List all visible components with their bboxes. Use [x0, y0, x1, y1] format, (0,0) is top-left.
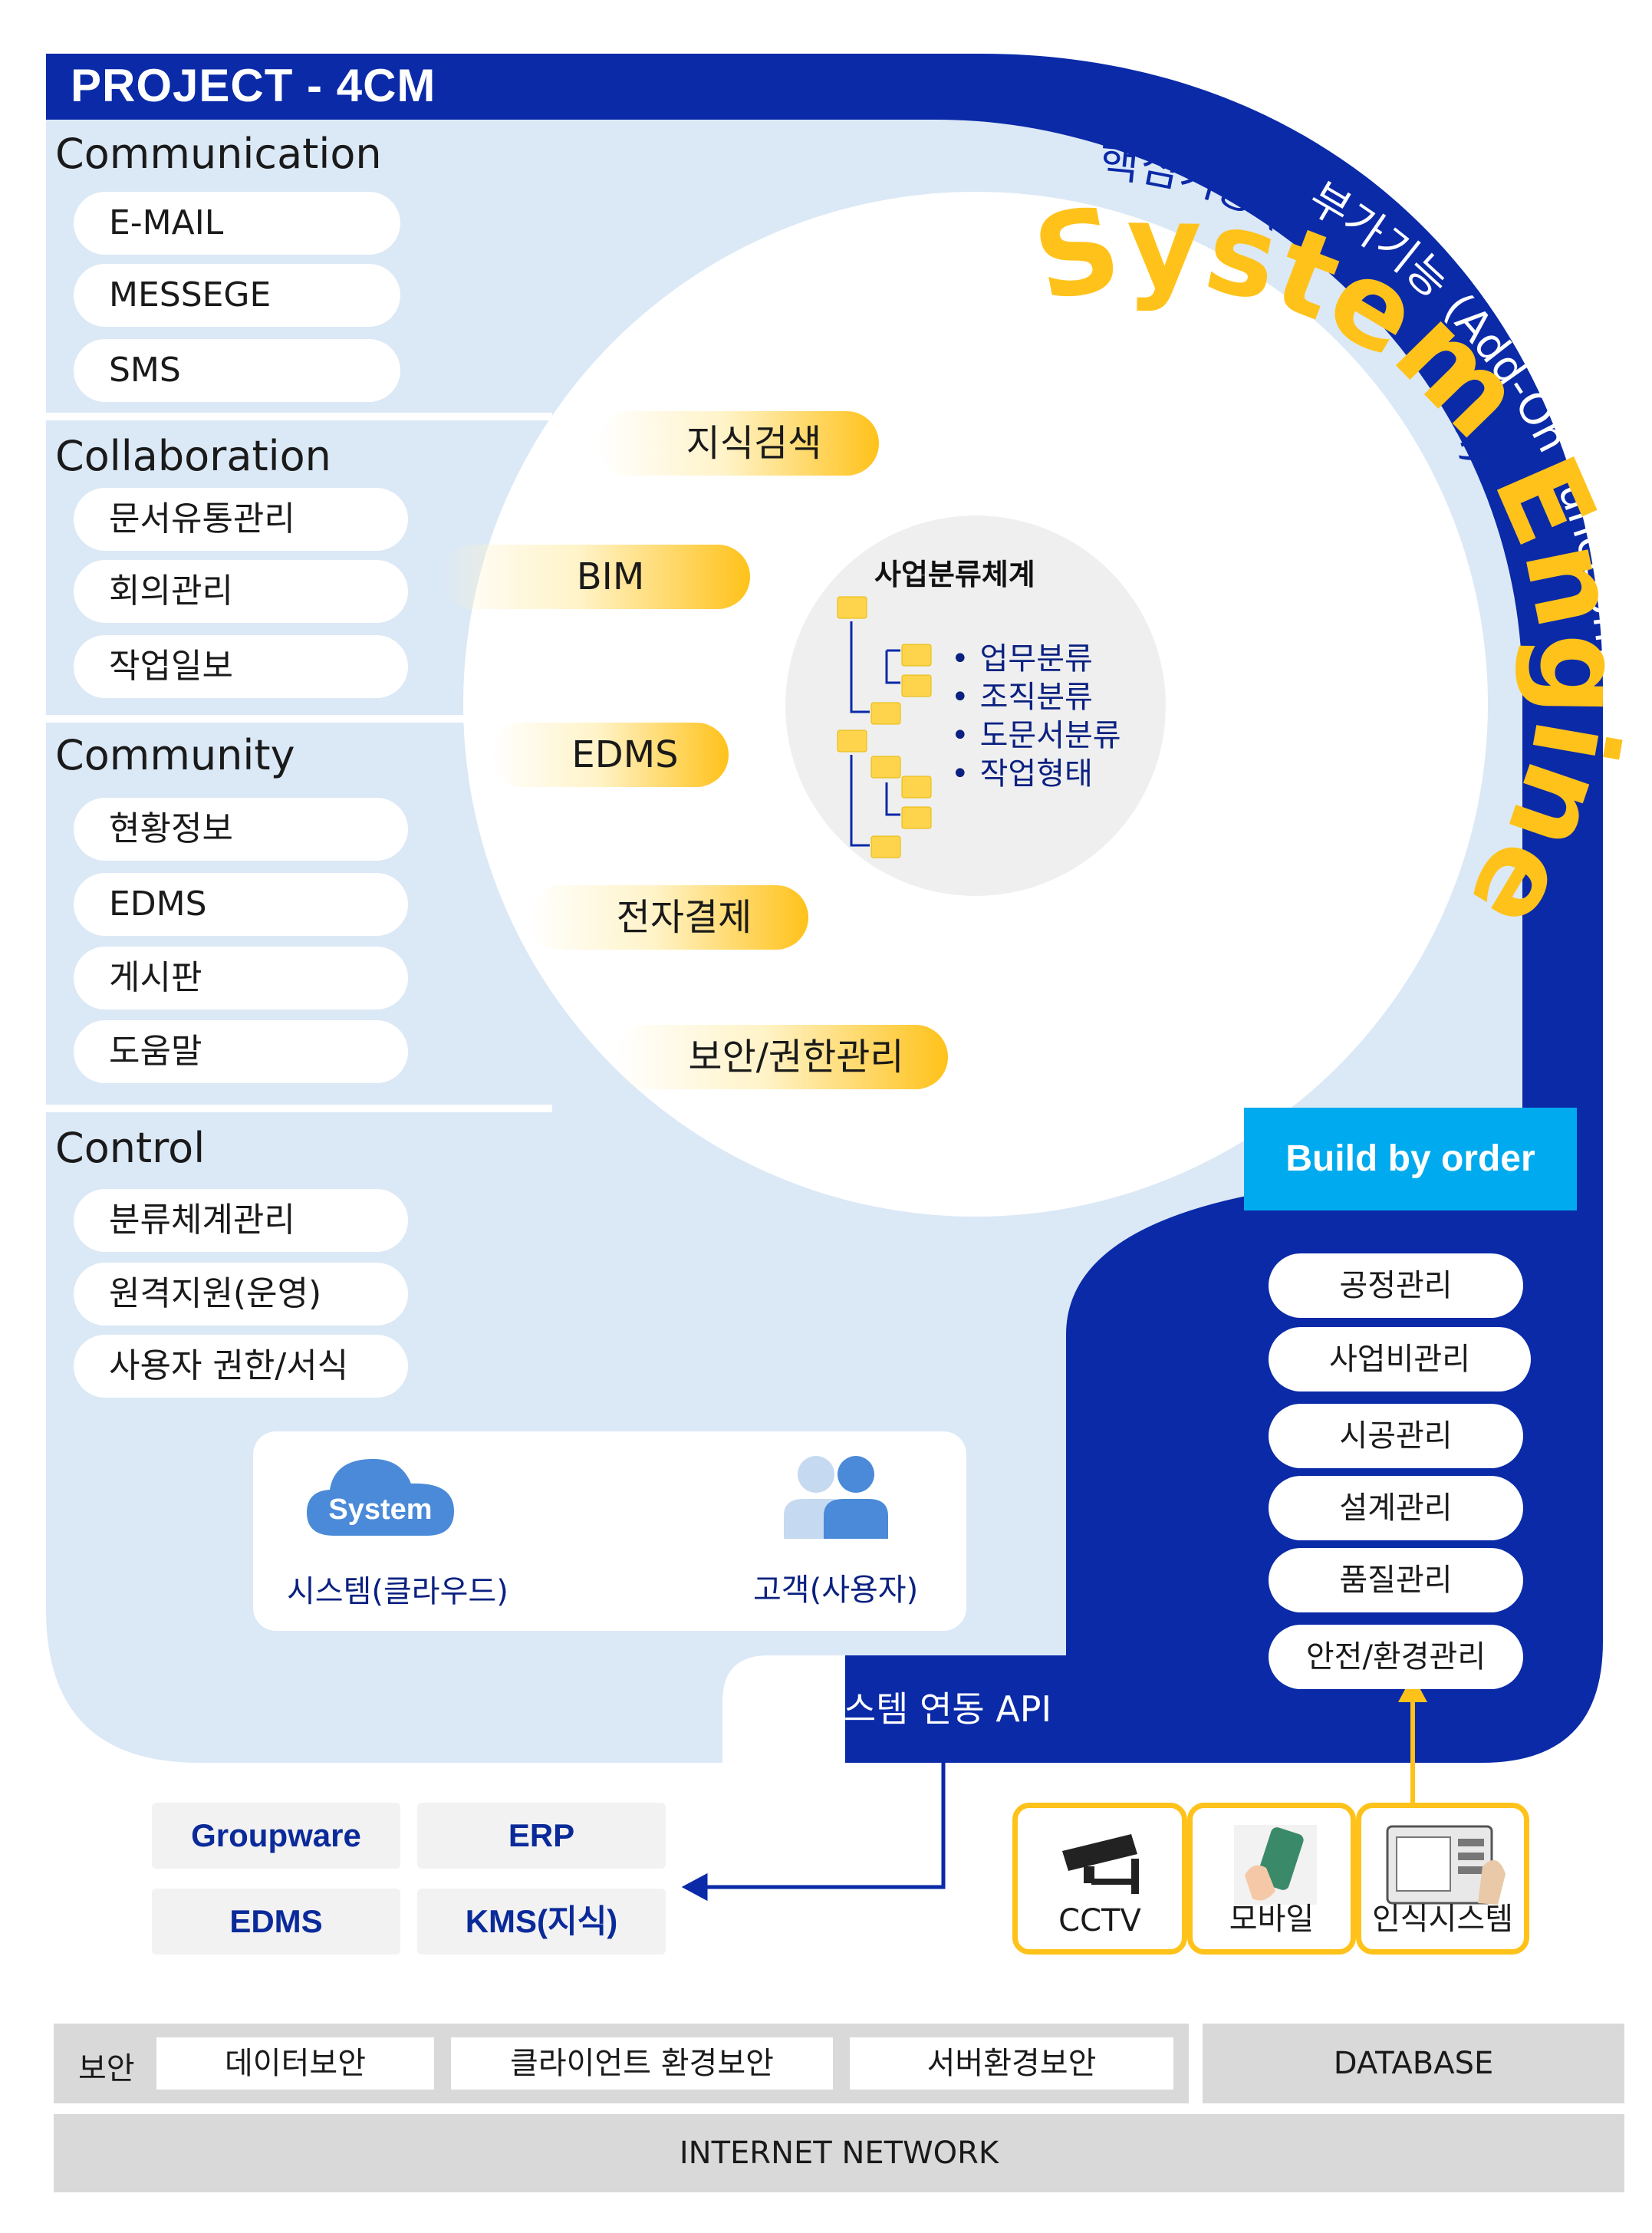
api-label: 기간시스템 연동 API	[745, 1688, 1052, 1730]
section-divider	[46, 413, 552, 420]
addon-item-quality[interactable]: 품질관리	[1269, 1548, 1523, 1612]
taxonomy-title: 사업분류체계	[874, 558, 1035, 591]
section-divider	[46, 1105, 552, 1112]
section-heading-collaboration: Collaboration	[55, 432, 331, 480]
section-divider	[46, 715, 552, 723]
device-label: 모바일	[1229, 1902, 1315, 1937]
section-heading-community: Community	[55, 731, 295, 779]
device-label: CCTV	[1058, 1903, 1141, 1938]
external-erp[interactable]: ERP	[417, 1803, 666, 1869]
folder-tree-lines	[850, 621, 900, 847]
customer-label: 고객(사용자)	[753, 1573, 919, 1608]
menu-item-message[interactable]: MESSEGE	[74, 264, 400, 327]
menu-item-meeting[interactable]: 회의관리	[74, 560, 408, 623]
menu-item-document-flow[interactable]: 문서유통관리	[74, 488, 408, 551]
database-box: DATABASE	[1203, 2024, 1624, 2103]
security-server: 서버환경보안	[850, 2037, 1173, 2090]
core-function-knowledge-search[interactable]: 지식검색	[598, 411, 879, 476]
device-cctv[interactable]: CCTV	[1012, 1803, 1187, 1955]
menu-item-remote-support[interactable]: 원격지원(운영)	[74, 1263, 408, 1326]
menu-item-help[interactable]: 도움말	[74, 1020, 408, 1083]
cloud-icon: System	[307, 1458, 454, 1536]
menu-item-board[interactable]: 게시판	[74, 947, 408, 1009]
security-client: 클라이언트 환경보안	[451, 2037, 833, 2090]
core-function-e-approval[interactable]: 전자결제	[529, 885, 808, 950]
menu-item-taxonomy-mgmt[interactable]: 분류체계관리	[74, 1189, 408, 1252]
api-arrow	[681, 1763, 946, 1902]
page-title: PROJECT - 4CM	[71, 60, 436, 111]
taxonomy-item: 조직분류	[951, 678, 1093, 716]
menu-item-user-permissions[interactable]: 사용자 권한/서식	[74, 1335, 408, 1398]
mobile-phone-icon	[1234, 1825, 1317, 1905]
menu-item-work-log[interactable]: 작업일보	[74, 635, 408, 698]
users-icon	[784, 1456, 888, 1539]
security-label: 보안	[78, 2051, 135, 2086]
core-function-edms[interactable]: EDMS	[491, 723, 729, 787]
menu-item-sms[interactable]: SMS	[74, 339, 400, 402]
core-function-bim[interactable]: BIM	[440, 545, 750, 609]
addon-item-schedule[interactable]: 공정관리	[1269, 1253, 1523, 1318]
taxonomy-item: 도문서분류	[951, 716, 1121, 755]
device-mobile[interactable]: 모바일	[1187, 1803, 1356, 1955]
core-function-security-permissions[interactable]: 보안/권한관리	[614, 1025, 948, 1089]
cloud-system-label: 시스템(클라우드)	[287, 1574, 508, 1609]
section-heading-communication: Communication	[55, 130, 382, 178]
internet-network-bar: INTERNET NETWORK	[54, 2114, 1624, 2192]
addon-item-safety[interactable]: 안전/환경관리	[1269, 1625, 1523, 1689]
menu-item-email[interactable]: E-MAIL	[74, 192, 400, 255]
recognition-device-icon	[1386, 1825, 1506, 1905]
addon-item-construction[interactable]: 시공관리	[1269, 1404, 1523, 1468]
device-label: 인식시스템	[1372, 1902, 1513, 1937]
cctv-icon	[1062, 1834, 1139, 1894]
taxonomy-item: 작업형태	[951, 755, 1093, 793]
security-data: 데이터보안	[156, 2037, 434, 2090]
external-kms[interactable]: KMS(지식)	[417, 1889, 666, 1955]
external-groupware[interactable]: Groupware	[152, 1803, 400, 1869]
addon-item-design[interactable]: 설계관리	[1269, 1476, 1523, 1540]
external-edms[interactable]: EDMS	[152, 1889, 400, 1955]
device-arrow	[1397, 1675, 1428, 1803]
section-heading-control: Control	[55, 1124, 206, 1172]
taxonomy-item: 업무분류	[951, 640, 1093, 678]
menu-item-edms[interactable]: EDMS	[74, 873, 408, 936]
cloud-badge-text: System	[328, 1494, 432, 1526]
addon-item-budget[interactable]: 사업비관리	[1269, 1327, 1531, 1392]
menu-item-status[interactable]: 현황정보	[74, 798, 408, 861]
device-recognition-system[interactable]: 인식시스템	[1356, 1803, 1529, 1955]
build-by-order-header: Build by order	[1244, 1108, 1577, 1210]
folder-tree-icon	[837, 596, 932, 858]
